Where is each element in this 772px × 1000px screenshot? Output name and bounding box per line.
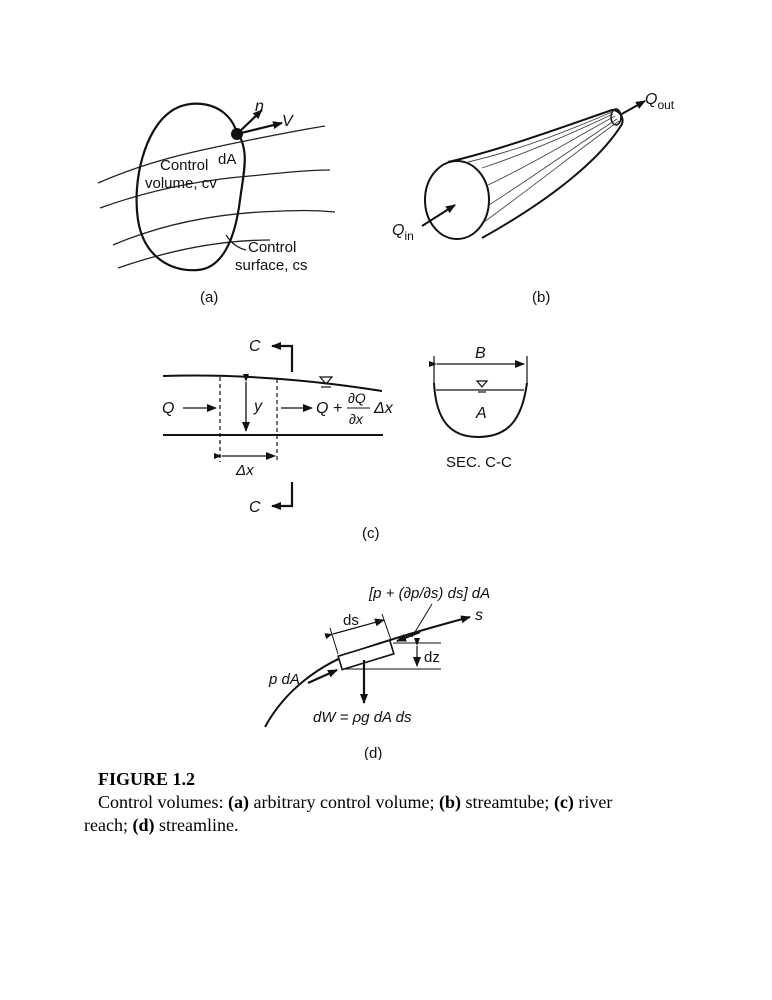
panel-c: C C Q y Q + ∂Q ∂x Δx Δx B A SEC. C-C (c) xyxy=(162,338,528,542)
streamline-2 xyxy=(99,169,331,209)
caption-line2: reach; (d) streamline. xyxy=(84,814,718,837)
caption-a: (a) xyxy=(228,792,249,812)
area-label-c: A xyxy=(475,405,487,422)
section-top-label: C xyxy=(249,338,261,355)
caption-b-text: streamtube; xyxy=(460,792,554,812)
delta-x-label: Δx xyxy=(235,462,254,479)
panel-c-label: (c) xyxy=(362,525,380,542)
caption-a-text: arbitrary control volume; xyxy=(249,792,439,812)
p-force-arrow xyxy=(307,668,338,685)
panel-d: [p + (∂p/∂s) ds] dA s ds dz p dA dW = ρg… xyxy=(264,585,490,760)
delta-x-term: Δx xyxy=(373,400,394,417)
dz-label: dz xyxy=(424,649,440,666)
figure-1-2-diagram: n V dA Control volume, cv Control surfac… xyxy=(97,91,675,760)
depth-label: y xyxy=(253,398,263,415)
velocity-label: V xyxy=(282,113,294,130)
weight-label: dW = ρg dA ds xyxy=(313,709,412,726)
ds-tick-left xyxy=(329,627,339,655)
caption-d: (d) xyxy=(132,815,155,835)
cross-section-level-symbol xyxy=(475,380,489,393)
streamline-4 xyxy=(117,239,271,269)
flow-out-prefix: Q + xyxy=(316,400,342,417)
cv-label-line2: volume, cv xyxy=(145,175,217,192)
panel-b-label: (b) xyxy=(532,289,550,306)
control-volume-outline xyxy=(135,102,246,272)
cs-label-line2: surface, cs xyxy=(235,257,308,274)
normal-label: n xyxy=(255,98,264,115)
panel-d-label: (d) xyxy=(364,745,382,760)
figure-caption: FIGURE 1.2 Control volumes: (a) arbitrar… xyxy=(84,768,718,837)
top-force-label: [p + (∂p/∂s) ds] dA xyxy=(368,585,490,602)
p-force-label: p dA xyxy=(268,671,300,688)
caption-line2-prefix: reach; xyxy=(84,815,133,835)
section-bottom-label: C xyxy=(249,499,261,516)
velocity-arrow xyxy=(236,121,283,136)
fluid-element xyxy=(337,639,395,671)
cs-label-line1: Control xyxy=(248,239,296,256)
top-force-leader xyxy=(411,603,433,638)
cross-section-channel xyxy=(433,382,528,439)
ds-label: ds xyxy=(343,612,359,629)
ds-tick-right xyxy=(381,613,392,641)
caption-prefix: Control volumes: xyxy=(98,792,228,812)
q-in-label: Qin xyxy=(392,222,414,243)
water-surface xyxy=(162,374,383,392)
streamline-1 xyxy=(97,125,326,184)
section-marker-top xyxy=(271,342,294,372)
section-cc-label: SEC. C-C xyxy=(446,454,512,471)
caption-c: (c) xyxy=(553,792,574,812)
q-out-label: Qout xyxy=(645,91,675,112)
streamtube-outlet xyxy=(610,108,622,126)
s-label: s xyxy=(475,607,483,624)
panel-a: n V dA Control volume, cv Control surfac… xyxy=(97,98,336,306)
width-label: B xyxy=(475,345,486,362)
q-in-arrow xyxy=(421,204,456,227)
dq-numerator: ∂Q xyxy=(348,390,366,406)
streamline-3 xyxy=(112,209,336,246)
water-level-symbol xyxy=(318,376,334,388)
flow-in-label: Q xyxy=(162,400,174,417)
cs-leader xyxy=(225,234,247,251)
caption-text: Control volumes: (a) arbitrary control v… xyxy=(84,791,718,837)
caption-title: FIGURE 1.2 xyxy=(98,769,196,789)
ds-arrow xyxy=(324,618,385,640)
streamtube-inlet xyxy=(424,160,490,240)
dx-denominator: ∂x xyxy=(349,411,364,427)
caption-b: (b) xyxy=(438,792,461,812)
section-marker-bottom xyxy=(271,482,294,510)
area-label: dA xyxy=(218,151,236,168)
caption-d-text: streamline. xyxy=(154,815,239,835)
panel-b: Qin Qout (b) xyxy=(392,91,675,306)
q-out-arrow xyxy=(619,100,646,116)
top-force-arrow xyxy=(396,630,421,643)
panel-a-label: (a) xyxy=(200,289,218,306)
caption-c-text: river xyxy=(573,792,613,812)
cv-label-line1: Control xyxy=(160,157,208,174)
normal-arrow xyxy=(236,109,263,135)
